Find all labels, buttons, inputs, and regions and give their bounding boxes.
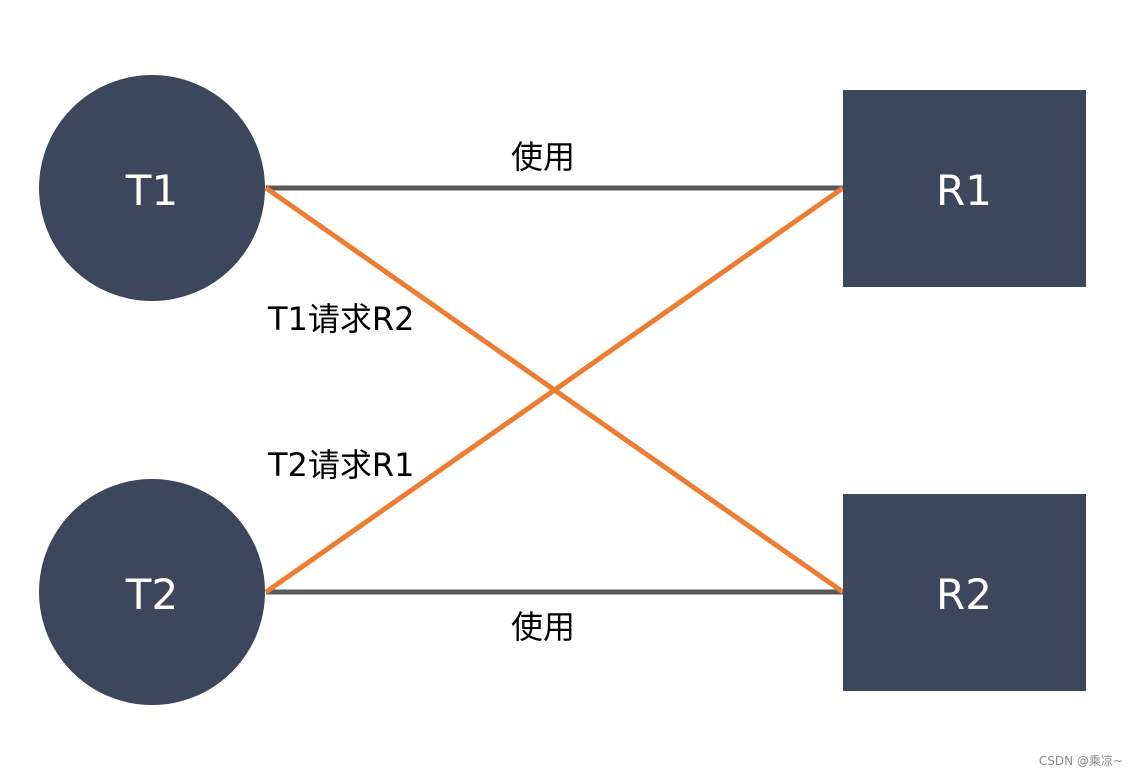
node-r1 [843,90,1086,287]
edge-label-t1-requests-r2: T1请求R2 [267,300,415,338]
edge-label-t2-uses-r2: 使用 [511,608,575,646]
edge-label-t1-uses-r1: 使用 [511,138,575,176]
edge-t2-requests-r1 [264,185,845,595]
node-t2 [39,479,265,705]
watermark: CSDN @乘凉~ [1038,754,1123,768]
node-r1-label: R1 [936,166,992,215]
node-t2-label: T2 [125,570,178,619]
node-t1-label: T1 [125,166,178,215]
node-r2-label: R2 [936,570,992,619]
node-r2 [843,494,1086,691]
edge-label-t2-requests-r1: T2请求R1 [267,446,415,484]
node-t1 [39,75,265,301]
